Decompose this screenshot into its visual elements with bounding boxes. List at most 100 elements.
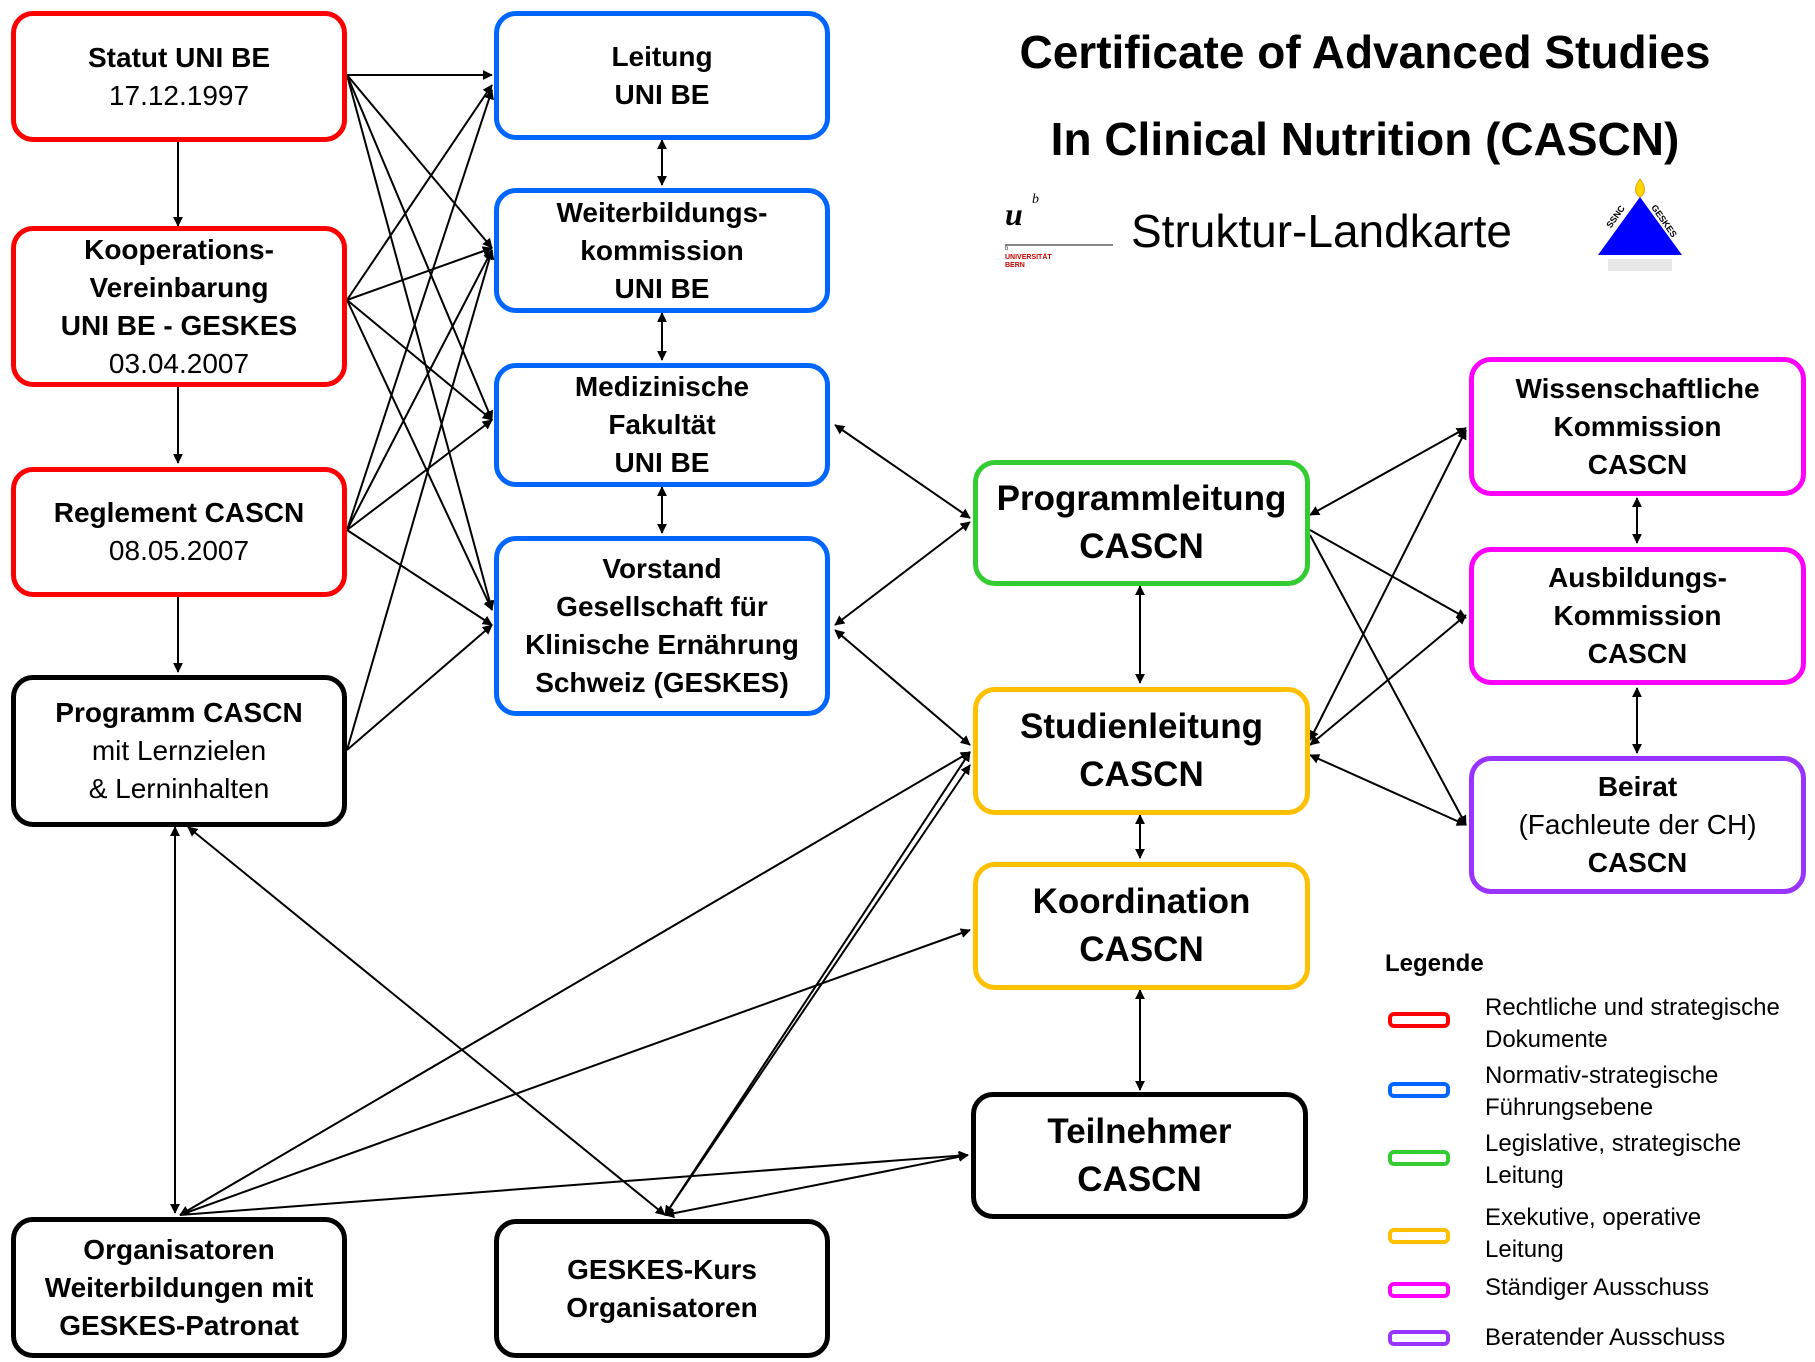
legend-item-magenta: Ständiger Ausschuss (1385, 1272, 1815, 1308)
edge-reglement-weiterbildung (346, 249, 493, 531)
ausbildung-line-1: Ausbildungs- (1548, 562, 1727, 593)
medizin-line-1: Medizinische (574, 371, 750, 402)
wissenschaft-line-2: Kommission (1553, 410, 1722, 442)
unibe-logo-small-b: b (1005, 246, 1009, 252)
geskes-logo-caption (1608, 259, 1672, 271)
beirat-box[interactable]: Beirat (Fachleute der CH) CASCN (1469, 756, 1806, 894)
studienleitung-line-1: Studienleitung (1019, 707, 1264, 746)
legend-label-magenta: Ständiger Ausschuss (1485, 1274, 1710, 1301)
programmleitung-line-2: CASCN (1079, 527, 1204, 566)
legend-label-purple: Beratender Ausschuss (1485, 1324, 1726, 1351)
edge-studienleitung-ausbildung (1309, 614, 1467, 746)
edge-vorstand-programmleitung (834, 521, 971, 626)
statut-line-2: 17.12.1997 (108, 79, 250, 111)
edge-programm-kursorg (187, 826, 666, 1216)
weiterbildungskommission-box[interactable]: Weiterbildungs- kommission UNI BE (494, 188, 830, 313)
geskes-logo-triangle (1598, 197, 1682, 255)
programm-line-1: Programm CASCN (55, 697, 303, 728)
koordination-box[interactable]: Koordination CASCN (973, 862, 1310, 990)
kooperation-line-1: Kooperations- (84, 233, 274, 265)
edge-kursorg-teilnehmer (664, 1151, 969, 1219)
edge-kursorg-studienleitung-2 (664, 764, 971, 1216)
programm-line-3: & Lerninhalten (88, 773, 270, 804)
wissenschaftliche-kommission-box[interactable]: Wissenschaftliche Kommission CASCN (1469, 357, 1806, 496)
koordination-line-1: Koordination (1032, 882, 1251, 921)
studienleitung-line-2: CASCN (1079, 755, 1204, 794)
edge-programm-vorstand (346, 624, 493, 751)
legend-label-green: Legislative, strategische Leitung (1485, 1130, 1742, 1189)
kursorg-line-1: GESKES-Kurs (567, 1253, 757, 1285)
medizinische-fakultaet-box[interactable]: Medizinische Fakultät UNI BE (494, 363, 830, 487)
edge-reglement-leitung (346, 89, 494, 531)
leitung-line-2: UNI BE (614, 78, 710, 110)
edge-reglement-medizin (346, 419, 493, 531)
title-line-2: In Clinical Nutrition (CASCN) (1050, 113, 1680, 165)
kooperation-line-4: 03.04.2007 (108, 347, 250, 379)
teilnehmer-box[interactable]: Teilnehmer CASCN (971, 1092, 1308, 1219)
unibe-logo-letter: u (1005, 196, 1023, 232)
legend-label-blue: Normativ-strategische Führungsebene (1485, 1062, 1719, 1121)
kursorg-line-2: Organisatoren (566, 1291, 758, 1323)
weiterbildung-line-1: Weiterbildungs- (556, 196, 768, 228)
leitung-line-1: Leitung (611, 40, 713, 72)
geskes-kurs-organisatoren-box[interactable]: GESKES-Kurs Organisatoren (494, 1219, 830, 1358)
kooperation-line-2: Vereinbarung (89, 271, 269, 303)
unibe-logo-text-1: UNIVERSITÄT (1005, 254, 1052, 261)
programm-cascn-box[interactable]: Programm CASCN mit Lernzielen & Lerninha… (11, 675, 347, 827)
studienleitung-box[interactable]: Studienleitung CASCN (973, 687, 1310, 815)
edge-studienleitung-beirat (1309, 754, 1467, 826)
beirat-line-1: Beirat (1597, 771, 1678, 802)
leitung-uni-be-box[interactable]: Leitung UNI BE (494, 11, 830, 140)
edge-kooperation-vorstand (346, 299, 493, 611)
edge-statut-medizin (346, 74, 494, 421)
edge-kursorg-studienleitung (664, 751, 971, 1216)
legend-label-red: Rechtliche und strategische Dokumente (1485, 994, 1780, 1053)
statut-uni-be-box[interactable]: Statut UNI BE 17.12.1997 (11, 11, 347, 142)
edge-programmleitung-ausbildung (1309, 529, 1467, 619)
programmleitung-box[interactable]: Programmleitung CASCN (973, 460, 1310, 586)
legend-swatch-blue (1388, 1082, 1450, 1098)
legend-label-yellow: Exekutive, operative Leitung (1485, 1204, 1702, 1263)
edge-statut-vorstand (346, 74, 495, 611)
teilnehmer-line-2: CASCN (1077, 1159, 1202, 1199)
title-line-1: Certificate of Advanced Studies (1019, 26, 1711, 78)
reglement-line-1: Reglement CASCN (53, 497, 305, 528)
legend-title: Legende (1385, 950, 1484, 977)
edge-statut-weiterbildung (346, 74, 493, 249)
edge-kooperation-weiterbildung (346, 246, 493, 301)
weiterbildung-line-2: kommission (580, 234, 744, 266)
beirat-line-2: (Fachleute der CH) (1518, 809, 1757, 840)
edge-medizin-programmleitung (834, 424, 971, 519)
organisatoren-weiterbildungen-box[interactable]: Organisatoren Weiterbildungen mit GESKES… (11, 1217, 347, 1358)
edge-kooperation-medizin (346, 299, 493, 421)
kooperationsvereinbarung-box[interactable]: Kooperations- Vereinbarung UNI BE - GESK… (11, 226, 347, 387)
legend-swatch-yellow (1388, 1228, 1450, 1244)
medizin-line-2: Fakultät (608, 409, 716, 440)
vorstand-line-4: Schweiz (GESKES) (535, 667, 789, 698)
legend-item-yellow: Exekutive, operative Leitung (1385, 1202, 1815, 1264)
edge-reglement-vorstand (346, 529, 493, 626)
medizin-line-3: UNI BE (614, 447, 710, 478)
edge-kooperation-leitung (346, 84, 493, 301)
geskes-logo-flame (1635, 178, 1645, 198)
vorstand-line-2: Gesellschaft für (556, 591, 768, 622)
kooperation-line-3: UNI BE - GESKES (60, 309, 298, 341)
programm-line-2: mit Lernzielen (91, 735, 267, 766)
wissenschaft-line-1: Wissenschaftliche (1515, 372, 1760, 404)
organisatoren-line-3: GESKES-Patronat (59, 1309, 299, 1341)
edge-organisatoren-koordination (179, 928, 971, 1216)
ausbildungskommission-box[interactable]: Ausbildungs- Kommission CASCN (1469, 547, 1806, 685)
legend-item-green: Legislative, strategische Leitung (1385, 1128, 1815, 1190)
edge-programm-weiterbildung (346, 249, 495, 751)
unibe-logo-rule (1005, 244, 1113, 246)
reglement-cascn-box[interactable]: Reglement CASCN 08.05.2007 (11, 467, 347, 597)
legend-swatch-purple (1388, 1330, 1450, 1346)
subtitle: Struktur-Landkarte (1131, 205, 1512, 257)
organisatoren-line-1: Organisatoren (83, 1233, 275, 1265)
reglement-line-2: 08.05.2007 (108, 535, 250, 566)
vorstand-geskes-box[interactable]: Vorstand Gesellschaft für Klinische Ernä… (494, 536, 830, 716)
legend-swatch-red (1388, 1012, 1450, 1028)
edge-studienleitung-wissenschaft (1309, 429, 1467, 741)
ausbildung-line-2: Kommission (1553, 600, 1722, 631)
